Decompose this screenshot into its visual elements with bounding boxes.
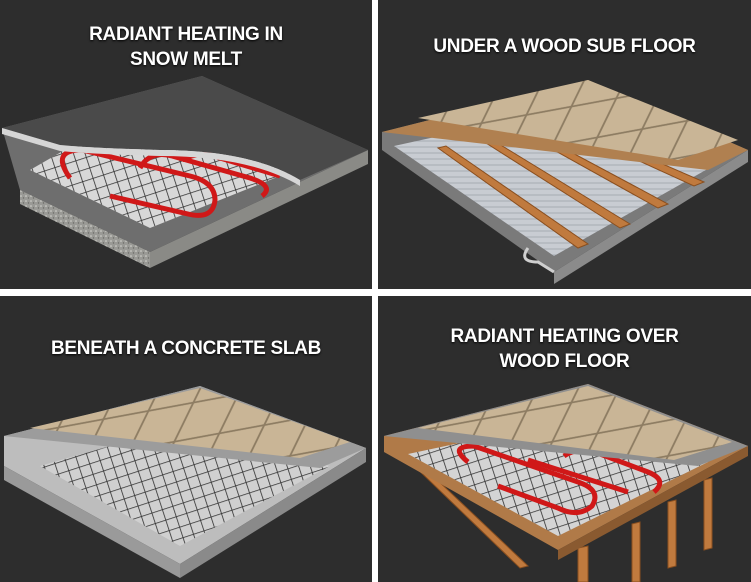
wood-subfloor-illustration [382,80,748,284]
panel-over-wood-floor: RADIANT HEATING OVER WOOD FLOOR [378,296,751,582]
snow-melt-illustration [2,76,368,268]
panel-title: RADIANT HEATING IN SNOW MELT [89,24,283,70]
panel-title: BENEATH A CONCRETE SLAB [50,338,321,359]
panel-title: RADIANT HEATING OVER WOOD FLOOR [450,326,679,372]
panel-title: UNDER A WOOD SUB FLOOR [433,36,696,57]
panel-snow-melt: RADIANT HEATING IN SNOW MELT [0,0,372,289]
panel-wood-subfloor: UNDER A WOOD SUB FLOOR [378,0,751,289]
panel-concrete-slab: BENEATH A CONCRETE SLAB [0,296,372,582]
concrete-slab-illustration [4,386,366,578]
over-wood-floor-illustration [384,384,748,582]
